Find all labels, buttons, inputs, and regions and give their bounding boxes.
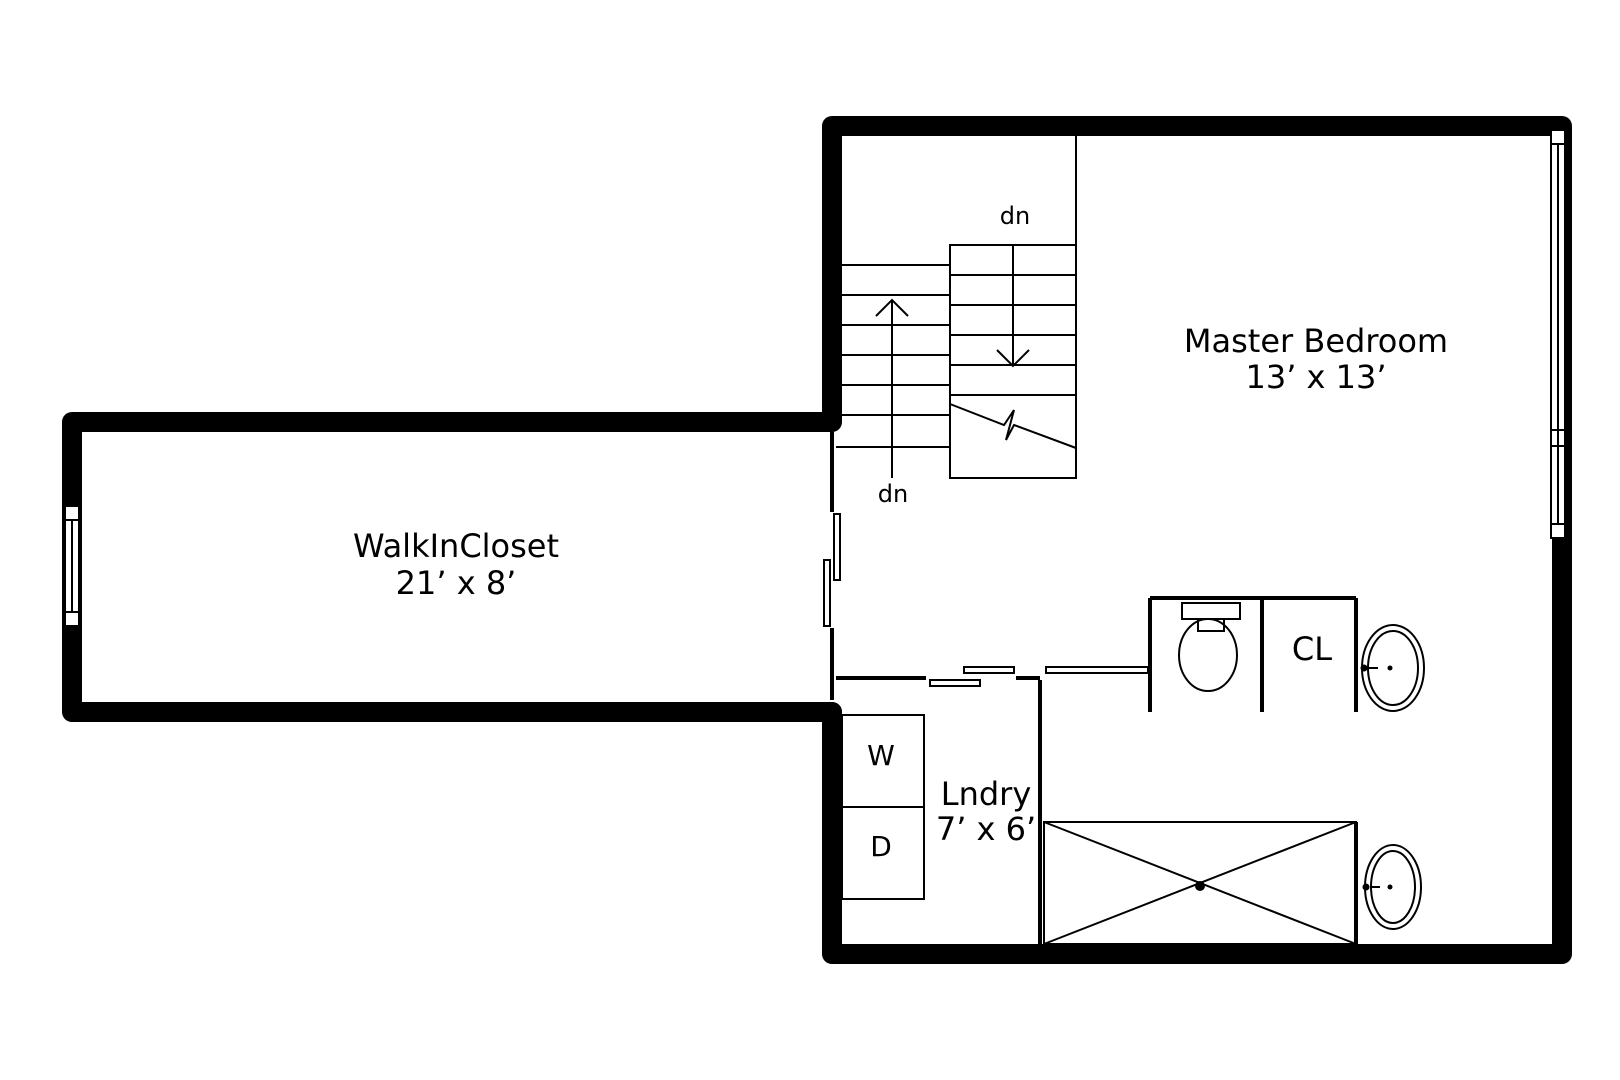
laundry-name: Lndry (941, 775, 1032, 813)
laundry-size: 7’ x 6’ (936, 810, 1036, 848)
dryer-label: D (870, 830, 892, 863)
sliding-door-panel (963, 666, 1015, 674)
walk-in-closet-name: WalkInCloset (353, 527, 559, 565)
sinks (1360, 624, 1425, 930)
sliding-door-panel (833, 513, 841, 581)
washer-label: W (867, 739, 895, 772)
sliding-door-panel (929, 679, 981, 687)
shower-drain (1195, 881, 1205, 891)
master-bedroom-size: 13’ x 13’ (1245, 358, 1386, 396)
stair-break-line (949, 403, 1077, 449)
closet-doorway (823, 432, 841, 700)
windows (64, 129, 1566, 627)
stairs-down-label-bottom: dn (878, 480, 908, 508)
walk-in-closet-size: 21’ x 8’ (396, 564, 517, 602)
stairs-down-label-top: dn (1000, 202, 1030, 230)
interior-partitions (836, 596, 1358, 944)
dryer (841, 806, 925, 900)
master-wall-outline (822, 116, 1572, 964)
labels: Master Bedroom 13’ x 13’ WalkInCloset 21… (353, 202, 1448, 863)
sliding-door-panel (823, 559, 831, 627)
shower (1043, 821, 1357, 945)
washer-dryer (841, 714, 925, 900)
sliding-door-panel (1045, 666, 1149, 674)
master-bedroom-name: Master Bedroom (1184, 322, 1448, 360)
toilet (1178, 602, 1241, 692)
closet-label: CL (1292, 630, 1332, 668)
staircase (836, 136, 1077, 479)
